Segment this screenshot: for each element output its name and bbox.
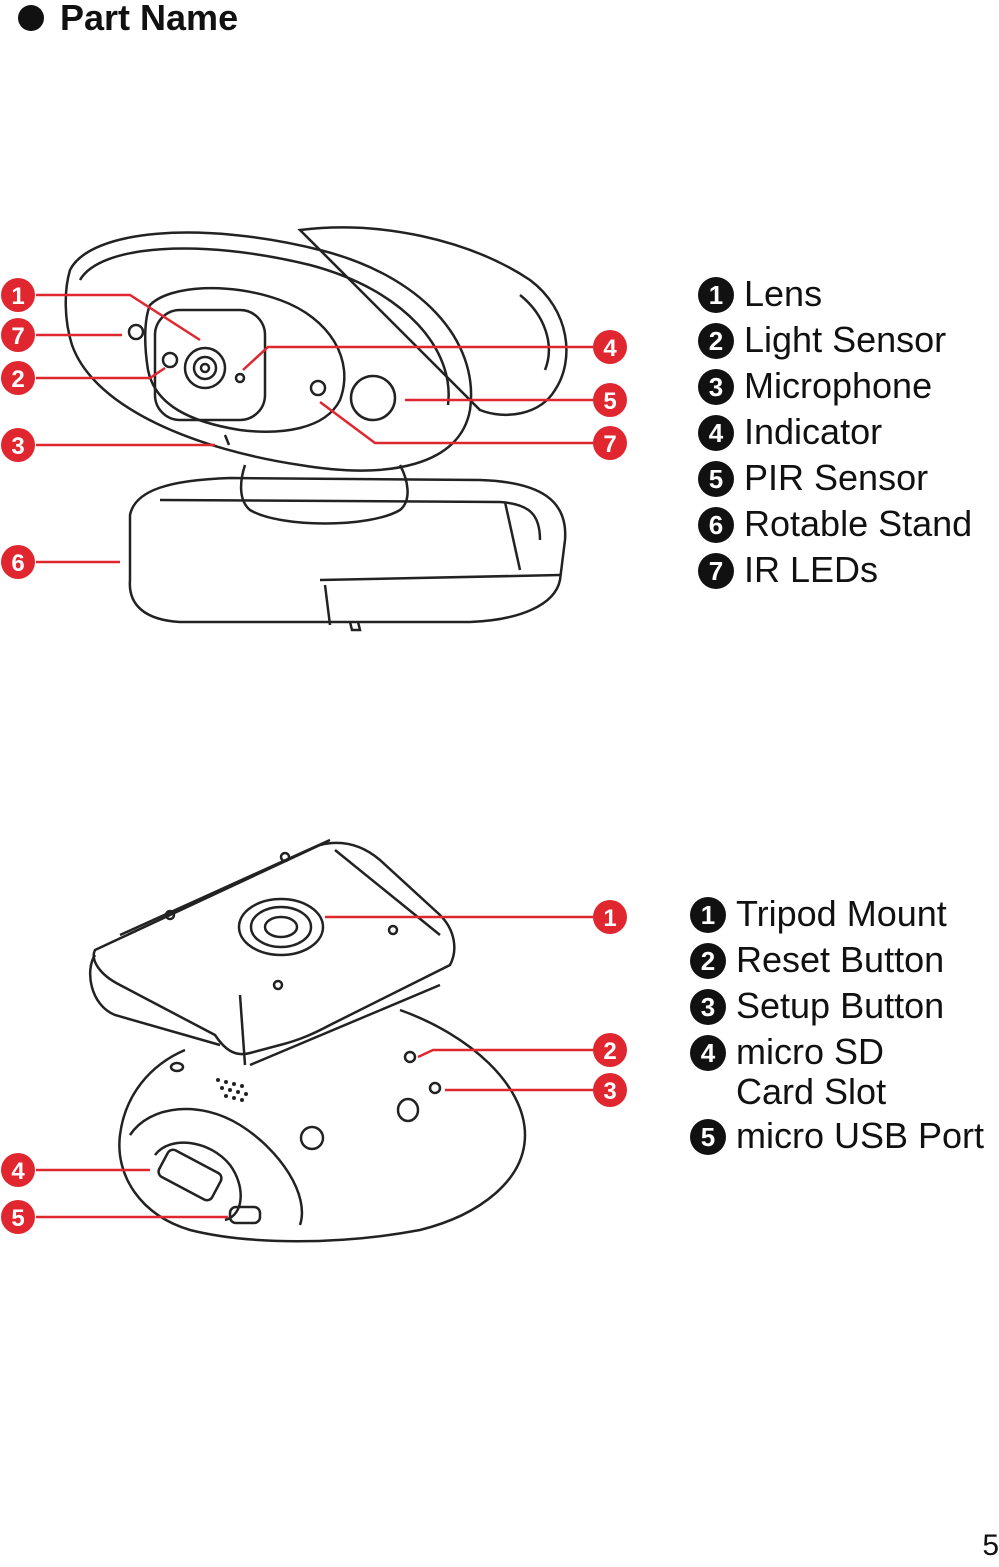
svg-text:3: 3 — [11, 433, 24, 460]
svg-text:4: 4 — [11, 1158, 25, 1185]
callout-badge: 6 — [1, 545, 35, 579]
bottom-callouts: 1 2 3 4 5 — [1, 900, 627, 1234]
callout-badge: 4 — [1, 1153, 35, 1187]
svg-text:1: 1 — [603, 905, 616, 932]
front-view-diagram: 1 7 2 3 6 4 5 7 — [1, 226, 627, 632]
svg-text:7: 7 — [603, 431, 616, 458]
front-callouts: 1 7 2 3 6 4 5 7 — [1, 278, 627, 579]
svg-text:6: 6 — [11, 550, 24, 577]
callout-badge: 3 — [593, 1073, 627, 1107]
section-heading: Part Name — [18, 0, 238, 36]
callout-badge: 1 — [1, 278, 35, 312]
page-number: 5 — [982, 1529, 999, 1562]
section-title: Part Name — [60, 0, 239, 38]
front-leader-lines — [36, 293, 595, 564]
bottom-leader-lines — [36, 915, 595, 1219]
callout-badge: 1 — [593, 900, 627, 934]
svg-text:3: 3 — [603, 1078, 616, 1105]
camera-front-drawing — [64, 226, 568, 632]
svg-text:2: 2 — [603, 1038, 616, 1065]
callout-badge: 2 — [1, 361, 35, 395]
callout-badge: 2 — [593, 1033, 627, 1067]
callout-badge: 7 — [1, 318, 35, 352]
svg-text:2: 2 — [11, 366, 24, 393]
svg-text:7: 7 — [11, 323, 24, 350]
bullet-icon — [18, 5, 44, 31]
camera-bottom-drawing — [88, 838, 527, 1243]
callout-badge: 5 — [1, 1200, 35, 1234]
svg-text:5: 5 — [603, 388, 616, 415]
svg-text:5: 5 — [11, 1205, 24, 1232]
callout-badge: 4 — [593, 330, 627, 364]
callout-badge: 3 — [1, 428, 35, 462]
bottom-view-diagram: 1 2 3 4 5 — [1, 838, 627, 1243]
svg-text:1: 1 — [11, 283, 24, 310]
callout-badge: 5 — [593, 383, 627, 417]
svg-text:4: 4 — [603, 335, 617, 362]
callout-badge: 7 — [593, 426, 627, 460]
